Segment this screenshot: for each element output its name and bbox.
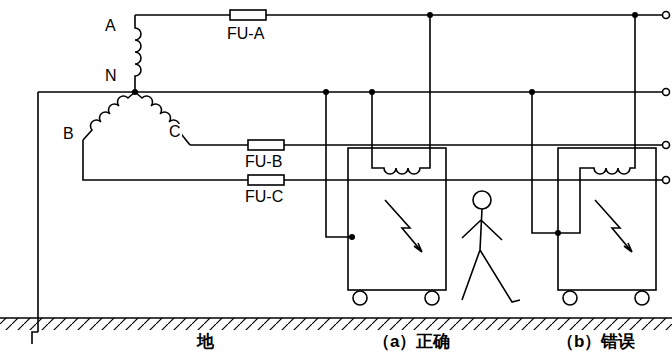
device-b-coil <box>532 15 635 233</box>
device-a-coil <box>372 15 430 174</box>
terminal-label: B <box>62 126 75 142</box>
device-a-case <box>348 148 446 290</box>
terminal-label: FU-B <box>244 154 283 170</box>
person <box>462 191 520 302</box>
winding-a <box>135 15 141 92</box>
caption-label: 地 <box>196 333 215 350</box>
fuse-c <box>248 175 284 185</box>
line-a <box>135 14 662 16</box>
fuse-b <box>248 140 284 150</box>
caption-label: （a）正确 <box>372 333 451 350</box>
terminal-label: N <box>104 68 118 84</box>
winding-b <box>83 92 135 140</box>
terminals <box>663 12 670 184</box>
terminal-label: C <box>168 124 182 140</box>
wheel <box>353 291 367 305</box>
winding-c <box>135 92 190 145</box>
line-b <box>190 144 662 146</box>
terminal-label: A <box>104 18 117 34</box>
neutral-earth <box>32 92 38 344</box>
device-a-protective-neutral <box>326 92 352 237</box>
ground-hatch <box>0 318 672 330</box>
wheel <box>425 291 439 305</box>
caption-label: （b）错误 <box>556 333 636 350</box>
wheel <box>563 291 577 305</box>
device-b-case <box>558 148 656 290</box>
junction-dots <box>132 12 638 240</box>
terminal-label: FU-A <box>226 26 265 42</box>
fault-arrow <box>385 200 422 252</box>
ground-line <box>0 317 672 319</box>
terminal-label: FU-C <box>244 189 284 205</box>
neutral-line <box>38 91 662 93</box>
wheel <box>635 291 649 305</box>
fuse-a <box>230 10 266 20</box>
fault-arrow <box>595 200 632 252</box>
